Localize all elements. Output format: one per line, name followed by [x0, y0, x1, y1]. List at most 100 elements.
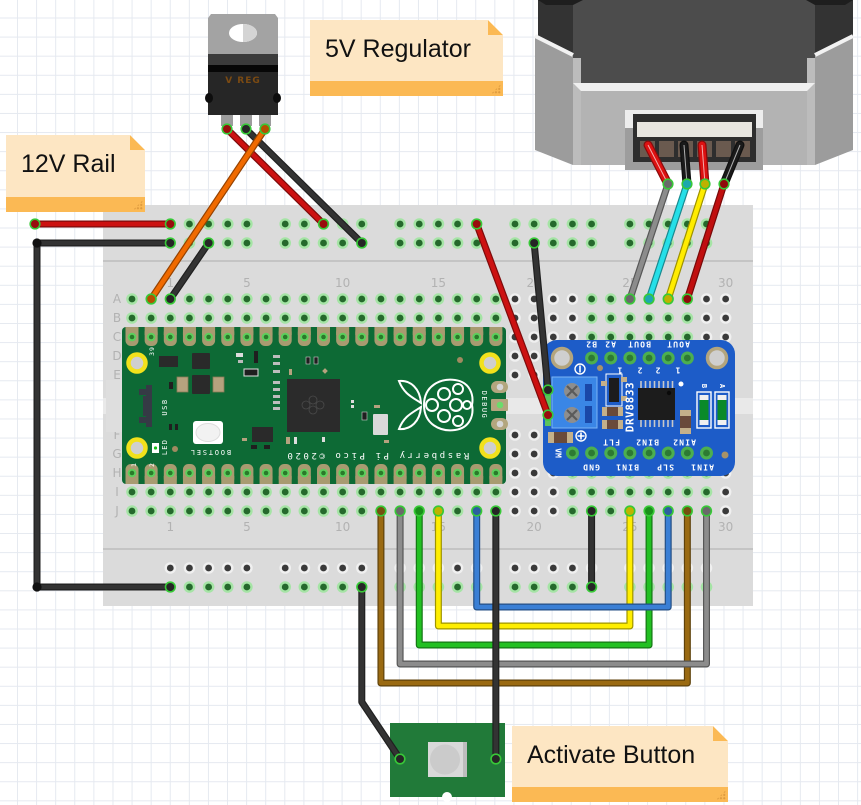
wire-end[interactable] [699, 178, 711, 190]
breadboard-hole-connected[interactable] [183, 505, 196, 517]
wire-driver-vm[interactable] [471, 218, 554, 421]
pico-pin-pad-bottom[interactable] [240, 464, 254, 484]
breadboard-hole-connected[interactable] [604, 331, 617, 343]
wire-motor-wire-red[interactable] [681, 178, 730, 305]
pico-pin-pad-bottom[interactable] [489, 464, 503, 484]
pico-pin-pad-top[interactable] [125, 327, 139, 346]
breadboard-hole[interactable] [566, 331, 579, 343]
breadboard-hole[interactable] [700, 312, 713, 324]
wire-end[interactable] [662, 293, 674, 305]
breadboard-hole-connected[interactable] [317, 581, 330, 593]
breadboard-hole-connected[interactable] [221, 581, 234, 593]
wire-end[interactable] [662, 505, 674, 517]
breadboard-hole-connected[interactable] [221, 218, 234, 230]
pico-pin-pad-top[interactable] [412, 327, 426, 346]
breadboard-hole-connected[interactable] [432, 237, 445, 249]
driver-pin[interactable] [623, 446, 637, 460]
breadboard-hole[interactable] [528, 429, 540, 441]
driver-pin[interactable] [585, 351, 599, 365]
breadboard-hole[interactable] [509, 350, 521, 362]
breadboard-hole[interactable] [241, 562, 253, 574]
breadboard-hole-connected[interactable] [356, 218, 368, 230]
breadboard-hole-connected[interactable] [279, 505, 292, 517]
wire-signal-green[interactable] [413, 505, 655, 649]
breadboard-hole-connected[interactable] [298, 218, 311, 230]
breadboard-hole[interactable] [700, 331, 713, 343]
driver-pin[interactable] [661, 446, 675, 460]
breadboard-hole-connected[interactable] [260, 312, 272, 324]
pico-pin-pad-bottom[interactable] [278, 464, 292, 484]
breadboard-hole-connected[interactable] [509, 218, 521, 230]
breadboard-hole-connected[interactable] [336, 237, 349, 249]
breadboard-hole-connected[interactable] [585, 312, 598, 324]
wire-motor-lead-1[interactable] [643, 140, 673, 189]
breadboard-hole[interactable] [509, 448, 521, 460]
breadboard-hole[interactable] [719, 505, 732, 517]
button-cap[interactable] [430, 744, 460, 775]
wire-motor-lead-4[interactable] [719, 140, 745, 189]
driver-pin[interactable] [661, 351, 675, 365]
raspberry-pi-pico[interactable]: Raspberry Pi Pico ©2020 BOOTSEL USB LED … [106, 327, 508, 484]
wire-end[interactable] [471, 218, 483, 230]
note-text[interactable]: 5V Regulator [325, 35, 471, 63]
wire-end[interactable] [700, 505, 713, 517]
breadboard-hole-connected[interactable] [279, 293, 292, 305]
wire-end[interactable] [681, 178, 693, 190]
wire-rail-12v-positive[interactable] [29, 218, 176, 230]
stepper-motor[interactable] [534, 0, 854, 170]
wire-end[interactable] [221, 123, 233, 135]
pico-pin-pad-bottom[interactable] [451, 464, 465, 484]
breadboard-hole-connected[interactable] [279, 237, 292, 249]
wire-end[interactable] [662, 178, 674, 190]
breadboard-hole[interactable] [509, 486, 521, 498]
breadboard-hole-connected[interactable] [681, 331, 694, 343]
breadboard-hole-connected[interactable] [336, 505, 349, 517]
breadboard-hole[interactable] [528, 312, 540, 324]
wire-driver-ground-bottom[interactable] [585, 505, 598, 593]
breadboard-hole-connected[interactable] [183, 218, 196, 230]
breadboard-hole-connected[interactable] [643, 486, 655, 498]
pico-pin-pad-top[interactable] [202, 327, 216, 346]
breadboard-hole-connected[interactable] [643, 312, 655, 324]
wire-motor-lead-3[interactable] [697, 140, 710, 189]
pico-pin-pad-bottom[interactable] [182, 464, 196, 484]
breadboard-hole-connected[interactable] [375, 486, 387, 498]
wire-motor-wire-gray[interactable] [624, 178, 674, 305]
breadboard-hole-connected[interactable] [566, 218, 579, 230]
wire-end[interactable] [394, 505, 406, 517]
breadboard-hole[interactable] [509, 562, 521, 574]
breadboard-hole-connected[interactable] [643, 331, 655, 343]
breadboard-hole-connected[interactable] [126, 486, 138, 498]
wire-end[interactable] [356, 581, 368, 593]
breadboard-hole[interactable] [279, 562, 292, 574]
resize-grip-icon[interactable] [133, 200, 143, 210]
breadboard-hole-connected[interactable] [356, 293, 368, 305]
breadboard-hole[interactable] [528, 486, 540, 498]
pico-pin-pad-bottom[interactable] [297, 464, 311, 484]
wire-end[interactable] [164, 218, 176, 230]
pico-pin-pad-top[interactable] [355, 327, 369, 346]
breadboard-hole-connected[interactable] [604, 312, 617, 324]
breadboard-hole[interactable] [164, 562, 177, 574]
pico-pin-pad-bottom[interactable] [336, 464, 350, 484]
breadboard-hole-connected[interactable] [413, 293, 426, 305]
breadboard-hole-connected[interactable] [528, 218, 540, 230]
breadboard-hole-connected[interactable] [451, 486, 464, 498]
wire-end[interactable] [490, 505, 502, 517]
breadboard-hole-connected[interactable] [221, 312, 234, 324]
breadboard-hole-connected[interactable] [566, 237, 579, 249]
breadboard-hole-connected[interactable] [604, 486, 617, 498]
pico-pin-pad-top[interactable] [431, 327, 445, 346]
breadboard-hole-connected[interactable] [298, 581, 311, 593]
breadboard-hole[interactable] [317, 562, 330, 574]
wire-end[interactable] [542, 409, 554, 421]
wire-end[interactable] [240, 123, 252, 135]
wire-driver-ground[interactable] [528, 237, 554, 396]
wire-end[interactable] [356, 237, 368, 249]
pico-pin-pad-bottom[interactable] [259, 464, 273, 484]
pico-pin-pad-top[interactable] [163, 327, 177, 346]
breadboard-hole-connected[interactable] [528, 581, 540, 593]
breadboard-hole[interactable] [183, 562, 196, 574]
wire-end[interactable] [259, 123, 271, 135]
breadboard-hole-connected[interactable] [490, 312, 502, 324]
